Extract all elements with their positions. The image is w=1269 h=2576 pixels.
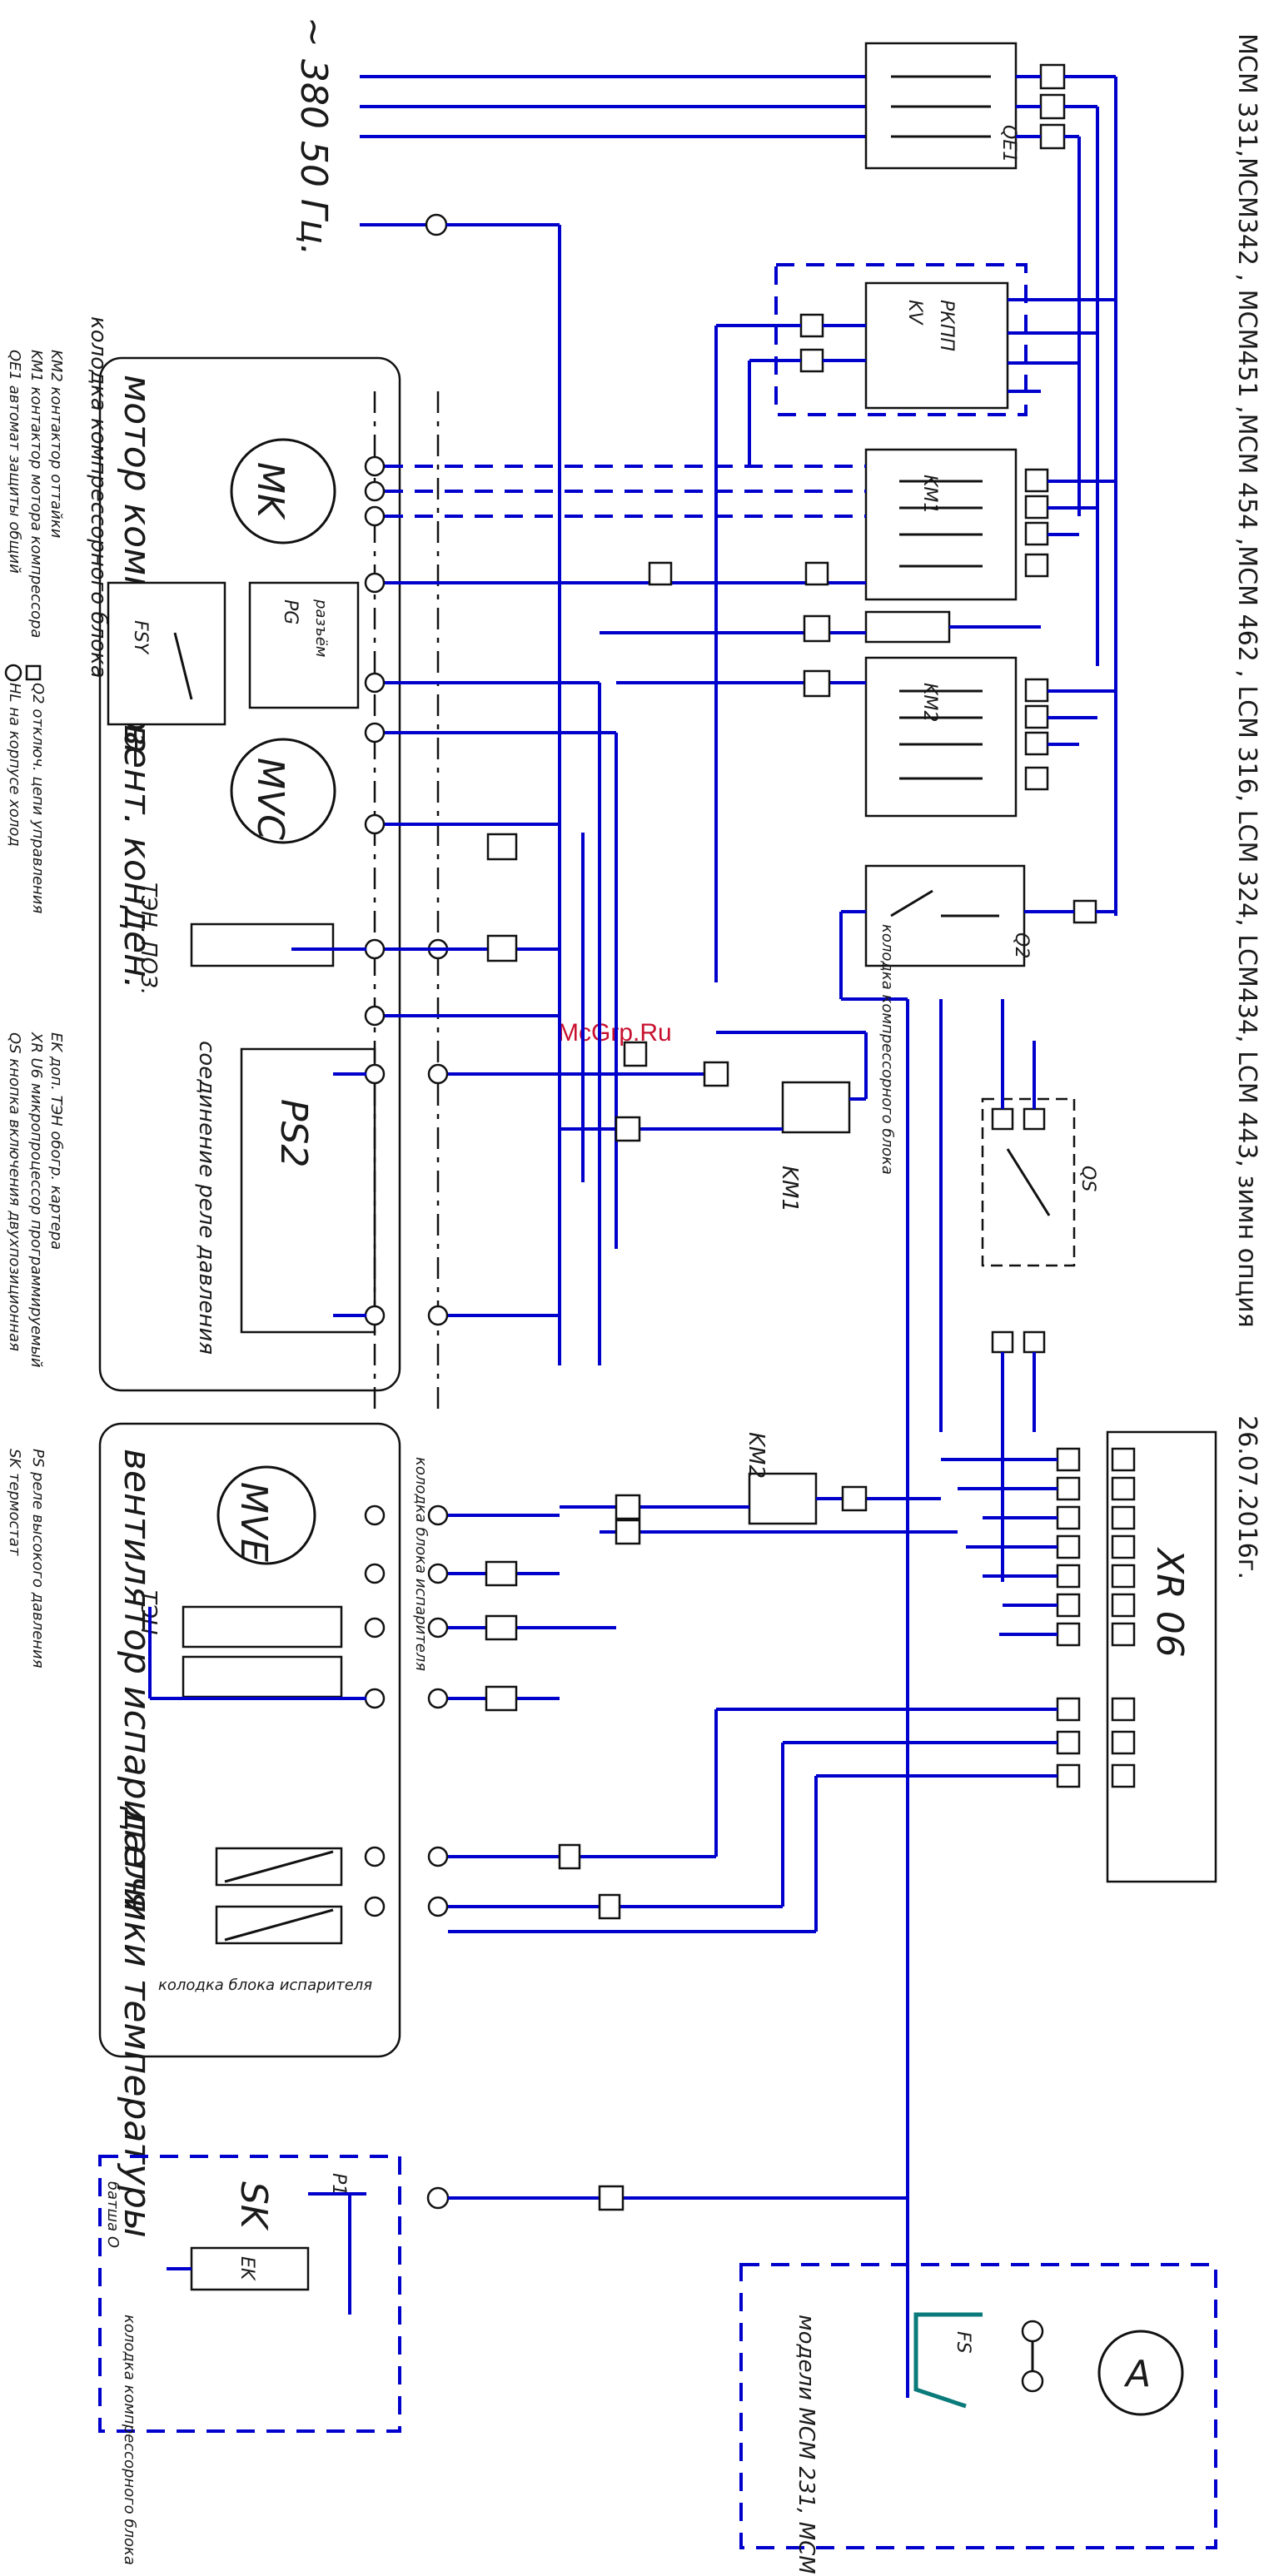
- sk-label: SK: [232, 2181, 275, 2231]
- switch-icon: [25, 664, 42, 681]
- evap-block-title: колодка блока испарителя: [158, 1977, 372, 1994]
- compressor-wires: [291, 465, 866, 1365]
- relay-kv: KV РКПП: [714, 263, 1116, 982]
- evaporator-heater-2: [182, 1655, 343, 1698]
- legend-qe1: QE1 автомат защиты общий: [6, 350, 23, 574]
- evap-kolodka-label: колодка блока испарителя: [412, 1457, 430, 1671]
- mve-label: MVE: [232, 1482, 275, 1562]
- km2-label: KM2: [919, 683, 940, 722]
- ek-heater: [190, 2246, 310, 2291]
- p1-label: P1: [328, 2173, 349, 2196]
- qs-label: QS: [1077, 1166, 1098, 1191]
- models-title: MCM 331,MCM342 , MCM451 ,MCM 454 ,MCM 46…: [1232, 33, 1262, 1328]
- km1-coil: KM1: [560, 1031, 868, 1212]
- xr06-label: XR 06: [1148, 1547, 1191, 1658]
- evaporator-block: вентилятор испарителя MVE ТЭН датчики те…: [98, 1422, 818, 2238]
- mvc-label: MVC: [249, 758, 291, 840]
- mk-label: MK: [249, 462, 291, 520]
- evaporator-heater-1: [182, 1605, 343, 1649]
- q2-switch: Q2: [839, 864, 1116, 2398]
- extra-block-b: батша О: [104, 2181, 122, 2248]
- date-label: 26.07.2016г.: [1232, 1415, 1262, 1579]
- kv-label: KV: [904, 300, 925, 326]
- inset-models-note: модели MCM 231, MCM 331;: [794, 2315, 819, 2576]
- inset-a-label: A: [1123, 2353, 1151, 2395]
- kolodka-label: колодка компрессорного блока: [878, 924, 896, 1175]
- fs-fuse-icon: [913, 2312, 983, 2409]
- km2-coil: KM2: [560, 1432, 958, 1545]
- condenser-fan-motor: [230, 738, 336, 844]
- legend-q2: Q2 отключ. цепи управления: [29, 683, 47, 913]
- power-bus: [360, 75, 866, 1365]
- legend-ps: PS реле высокого давления: [29, 1449, 47, 1668]
- qs-switch: QS: [939, 999, 1098, 1582]
- q2-label: Q2: [1011, 932, 1032, 958]
- evaporator-fan-motor: [216, 1465, 316, 1565]
- legend-km2: KM2 контактор оттайки: [47, 350, 65, 539]
- km2-coil-label: KM2: [744, 1432, 769, 1479]
- compressor-block: колодка компрессорного блока мотор компр…: [86, 316, 401, 1392]
- legend-ek: EK доп. ТЭН обогр. картера: [47, 1032, 65, 1250]
- fan-cond-label: вент. конден.: [116, 724, 158, 989]
- ps2-label: PS2: [272, 1099, 315, 1167]
- extra-heater-block: SK P1 EK колодка компрессорного блока ба…: [98, 2155, 908, 2565]
- legend-xr: XR U6 микропроцессор программируемый: [27, 1032, 45, 1368]
- heater-poz-label: ТЭН. ПОЗ.: [136, 883, 161, 995]
- legend-qs: QS кнопка включения двухпозиционная: [6, 1032, 23, 1351]
- extra-block-title: колодка компрессорного блока: [121, 2315, 138, 2565]
- crankcase-heater: [190, 922, 335, 967]
- ps2-text: соединение реле давления: [194, 1041, 219, 1355]
- terminal-column: колодка компрессорного блока: [364, 391, 896, 1415]
- contactor-km1: KM1: [864, 448, 1116, 644]
- qe1-label: QE1: [998, 125, 1019, 162]
- inset-a: A FS модели MCM 231, MCM 331;: [739, 2263, 1217, 2576]
- lamp-icon: [4, 664, 22, 682]
- legend-hl: НL на корпусе холод: [6, 683, 23, 847]
- fsy-label: FSY: [130, 620, 151, 655]
- legend: QE1 автомат защиты общий KM1 контактор м…: [4, 350, 65, 1668]
- supply-label: ~ 380 50 Гц.: [292, 17, 335, 256]
- inset-a-circle: [1097, 2330, 1184, 2416]
- xr06-controller: XR 06: [716, 1430, 1217, 1883]
- rkp-label: РКПП: [936, 300, 957, 351]
- sensors-label: датчики температуры: [116, 1806, 158, 2238]
- legend-sk: SK термостат: [6, 1449, 23, 1556]
- legend-km1: KM1 контактор мотора компрессора: [27, 350, 45, 638]
- compressor-block-title: колодка компрессорного блока: [86, 316, 111, 679]
- pg-label: PG: [280, 599, 301, 624]
- contactor-km2: KM2: [864, 656, 1116, 818]
- qe1-breaker: QE1: [864, 42, 1117, 916]
- neutral-terminal: [425, 213, 448, 236]
- razem-label: разъём: [312, 599, 330, 657]
- ek-label: EK: [236, 2256, 257, 2281]
- fs-label: FS: [953, 2331, 973, 2354]
- km1-coil-label: KM1: [777, 1166, 802, 1212]
- compressor-motor: [230, 438, 336, 545]
